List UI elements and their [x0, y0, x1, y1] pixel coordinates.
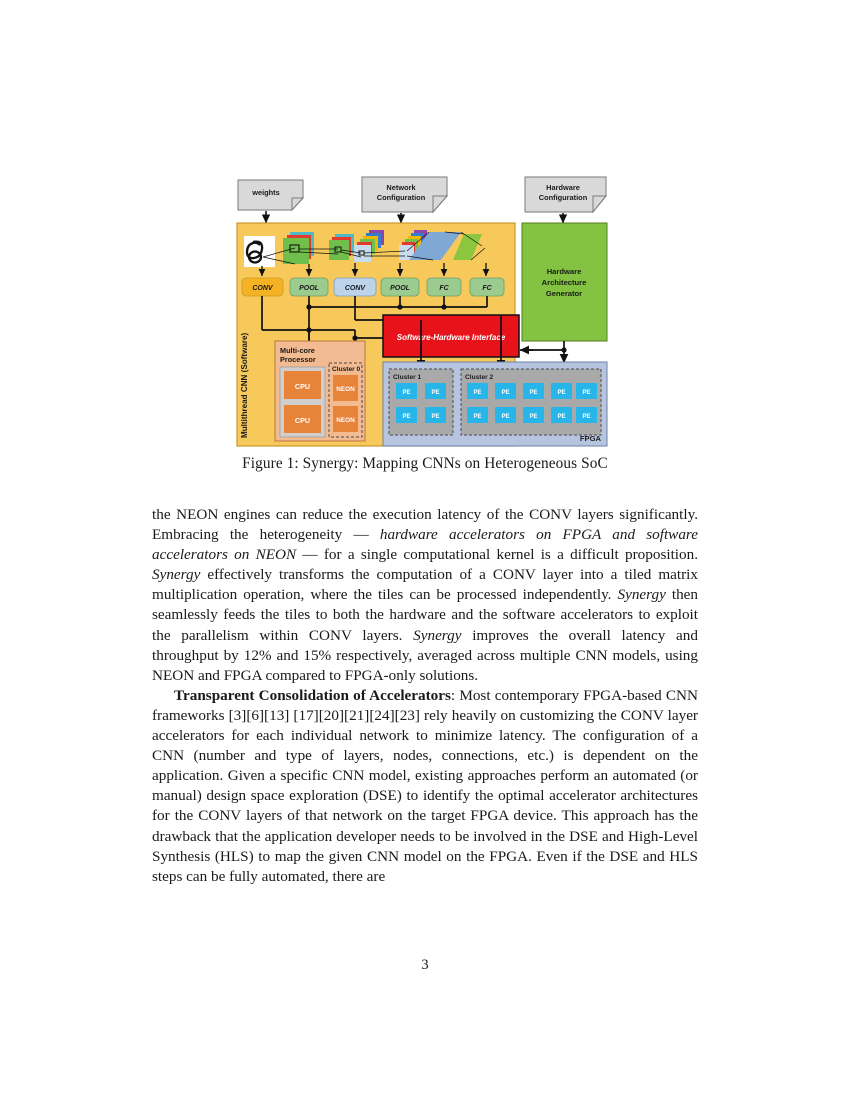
p1-run-8: improves the overall latency and through… — [152, 626, 698, 684]
fpga-cluster-1-pes: PE PE PE PE — [396, 383, 446, 423]
fpga-cluster-2[interactable] — [460, 368, 602, 436]
body-text-column: the NEON engines can reduce the executio… — [152, 505, 698, 887]
hardware-architecture-generator: Hardware Architecture Generator — [521, 222, 608, 342]
pe-label: PE — [431, 390, 439, 396]
p2-heading-run: Transparent Consolidation of Accelerator… — [174, 686, 451, 704]
input-hardware-configuration: Hardware Configuration — [524, 176, 608, 214]
synergy-architecture-svg: weights Network Configuration Hardware C… — [236, 176, 608, 447]
paragraph-2: Transparent Consolidation of Accelerator… — [152, 686, 698, 887]
pe-label: PE — [402, 390, 410, 396]
layer-label-1: POOL — [299, 285, 319, 292]
figure-caption: Figure 1: Synergy: Mapping CNNs on Heter… — [242, 455, 608, 472]
input-network-configuration-label-2: Configuration — [377, 193, 426, 202]
p1-run-4: effectively transforms the computation o… — [152, 566, 698, 604]
fpga-panel: FPGA Cluster 1 PE PE PE PE Cluster 2 — [382, 361, 608, 447]
neon-unit-1-label: NEON — [336, 417, 355, 424]
generator-label-line3: Generator — [546, 289, 582, 298]
pe-label: PE — [529, 390, 537, 396]
software-hardware-interface-bar: Software-Hardware Interface — [382, 314, 520, 358]
input-weights-label: weights — [251, 188, 280, 197]
pe-label: PE — [431, 414, 439, 420]
generator-label-line2: Architecture — [542, 278, 587, 287]
pe-label: PE — [557, 414, 565, 420]
pe-label: PE — [529, 414, 537, 420]
processor-title-line1: Multi-core — [280, 346, 315, 355]
p2-run-1: : Most contemporary FPGA-based CNN frame… — [152, 686, 698, 885]
fpga-cluster-2-pes: PE PE PE PE PE PE PE PE PE — [467, 383, 597, 423]
p1-run-7: Synergy — [413, 626, 462, 644]
fpga-label: FPGA — [580, 434, 602, 443]
input-weights: weights — [237, 179, 305, 212]
cpu-core-1-label: CPU — [295, 416, 310, 425]
p1-run-5: Synergy — [617, 586, 666, 604]
software-panel-side-label: Multithread CNN (Software) — [240, 332, 249, 438]
pe-label: PE — [473, 390, 481, 396]
multicore-processor-panel: Multi-core Processor CPU CPU Cluster 0 N… — [274, 340, 366, 442]
pe-label: PE — [473, 414, 481, 420]
cpu-core-0-label: CPU — [295, 382, 310, 391]
p1-run-2: — for a single computational kernel is a… — [296, 546, 699, 564]
pe-label: PE — [582, 390, 590, 396]
pe-label: PE — [501, 414, 509, 420]
fpga-cluster-1-label: Cluster 1 — [393, 374, 422, 381]
cluster-0-label: Cluster 0 — [332, 366, 361, 373]
layer-boxes: CONV POOL CONV POOL FC FC — [241, 277, 505, 297]
layer-label-3: POOL — [390, 285, 410, 292]
paragraph-1: the NEON engines can reduce the executio… — [152, 505, 698, 686]
processor-title-line2: Processor — [280, 355, 316, 364]
page-number: 3 — [421, 957, 429, 973]
input-network-configuration-label-1: Network — [386, 183, 416, 192]
input-hardware-configuration-label-2: Configuration — [539, 193, 588, 202]
layer-label-5: FC — [482, 285, 492, 292]
pe-label: PE — [557, 390, 565, 396]
bus-junction-dots — [306, 304, 447, 341]
p1-run-3: Synergy — [152, 566, 201, 584]
fpga-cluster-1[interactable] — [388, 368, 454, 436]
p1-run-1: hardware accelerators on FPGA and softwa… — [152, 526, 698, 564]
layer-input-arrows — [258, 263, 490, 277]
cnn-feature-map-illustration — [244, 230, 486, 267]
fpga-cluster-2-label: Cluster 2 — [465, 374, 494, 381]
pe-label: PE — [582, 414, 590, 420]
pe-label: PE — [402, 414, 410, 420]
layer-label-2: CONV — [345, 285, 367, 292]
input-hardware-configuration-label-1: Hardware — [546, 183, 580, 192]
figure-1-diagram: weights Network Configuration Hardware C… — [233, 172, 611, 450]
layer-label-4: FC — [439, 285, 449, 292]
pe-label: PE — [501, 390, 509, 396]
interface-bar-label: Software-Hardware Interface — [397, 333, 506, 342]
layer-label-0: CONV — [252, 285, 274, 292]
p1-run-6: then seamlessly feeds the tiles to both … — [152, 586, 698, 644]
p1-run-0: the NEON engines can reduce the executio… — [152, 506, 698, 544]
generator-label-line1: Hardware — [547, 267, 582, 276]
generator-junction-dot — [561, 347, 567, 353]
input-network-configuration: Network Configuration — [361, 176, 449, 214]
neon-unit-0-label: NEON — [336, 386, 355, 393]
generator-output-wires — [526, 341, 565, 351]
